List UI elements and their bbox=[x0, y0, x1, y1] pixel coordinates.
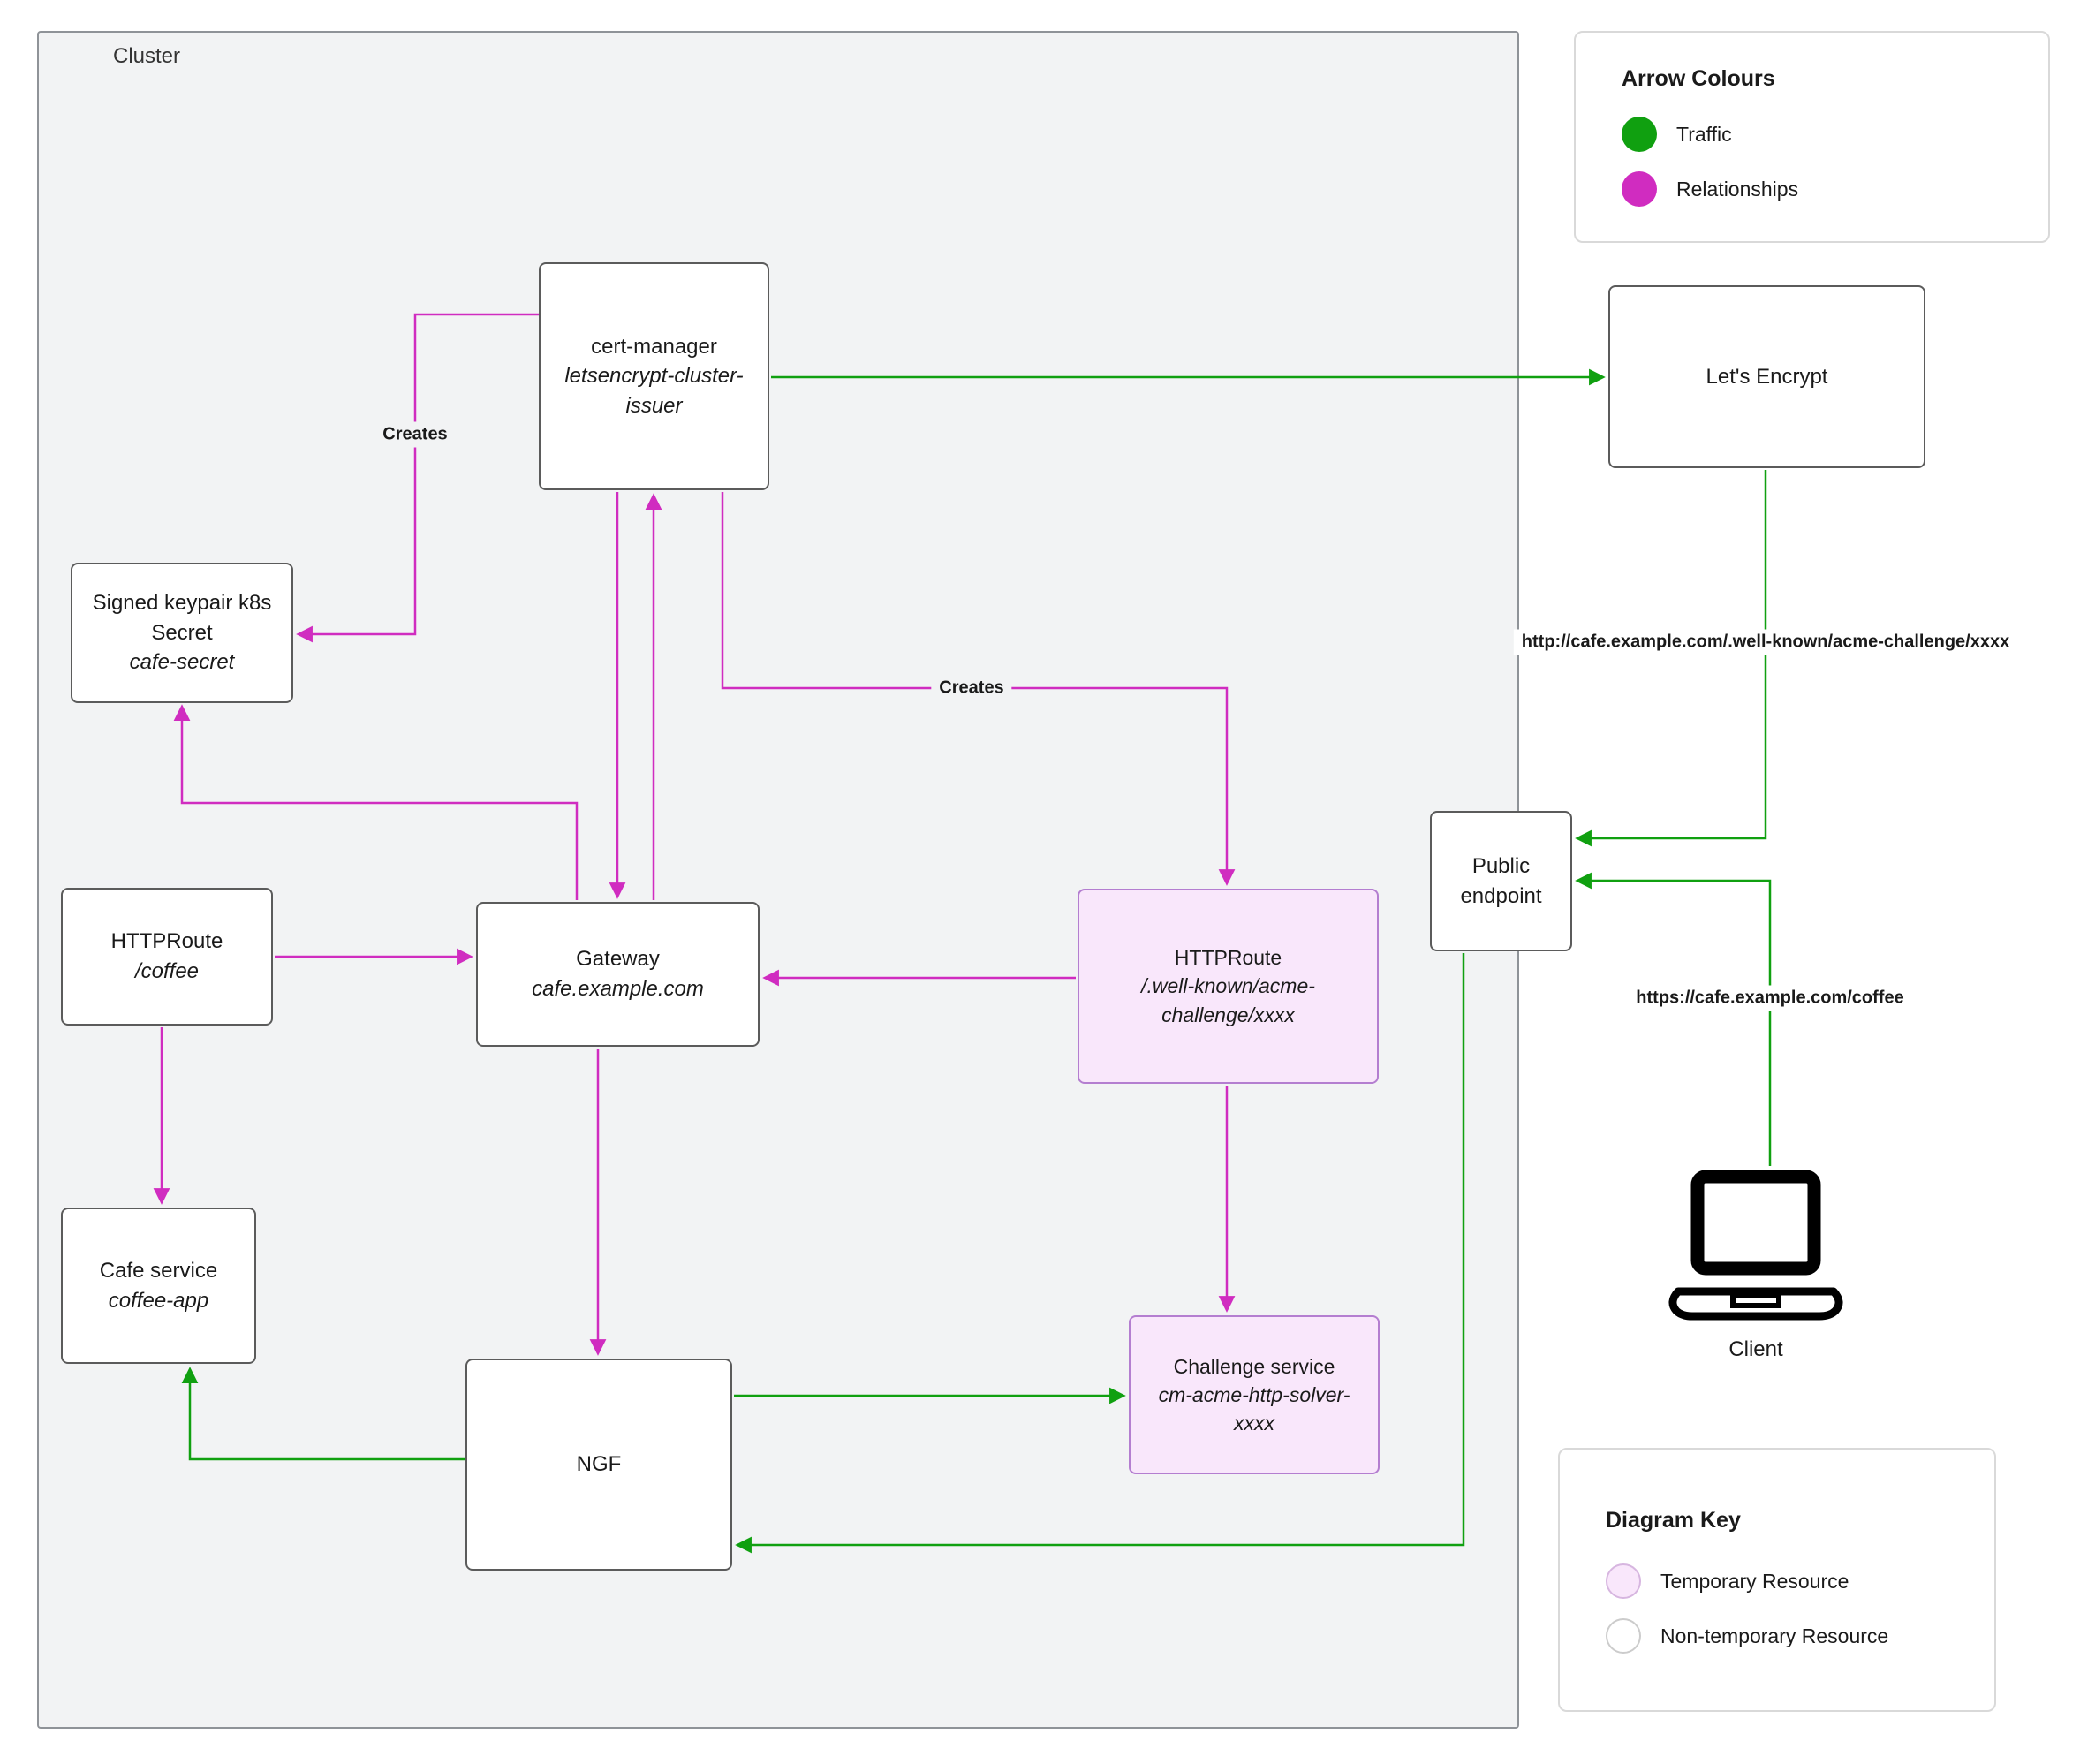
lets-encrypt-title: Let's Encrypt bbox=[1706, 364, 1828, 389]
httproute-acme-challenge-subtitle: /.well-known/acme-challenge/xxxx bbox=[1141, 974, 1315, 1026]
temporary-resource-swatch bbox=[1606, 1563, 1641, 1599]
legend-item-nontemporary: Non-temporary Resource bbox=[1606, 1618, 1948, 1654]
nontemporary-resource-swatch bbox=[1606, 1618, 1641, 1654]
cafe-service-title: Cafe service bbox=[99, 1258, 218, 1283]
lets-encrypt-node: Let's Encrypt bbox=[1608, 285, 1925, 468]
httproute-acme-challenge-title: HTTPRoute bbox=[1174, 946, 1282, 970]
edge-client-to-public-endpoint bbox=[1575, 872, 1772, 1166]
temporary-resource-label: Temporary Resource bbox=[1660, 1569, 1849, 1593]
diagram-key-legend: Diagram Key Temporary Resource Non-tempo… bbox=[1558, 1448, 1996, 1712]
legend-item-temporary: Temporary Resource bbox=[1606, 1563, 1948, 1599]
relationships-color-swatch bbox=[1622, 171, 1657, 207]
cert-manager-node: cert-manager letsencrypt-cluster-issuer bbox=[539, 262, 769, 490]
public-endpoint-node: Public endpoint bbox=[1430, 811, 1572, 951]
signed-keypair-secret-subtitle: cafe-secret bbox=[129, 650, 235, 675]
gateway-subtitle: cafe.example.com bbox=[532, 977, 704, 1001]
laptop-icon bbox=[1668, 1170, 1843, 1321]
edge-public-endpoint-to-ngf bbox=[735, 953, 1465, 1554]
cluster-label: Cluster bbox=[113, 44, 181, 68]
nontemporary-resource-label: Non-temporary Resource bbox=[1660, 1624, 1889, 1647]
httproute-coffee-node: HTTPRoute /coffee bbox=[61, 888, 273, 1026]
traffic-color-swatch bbox=[1622, 117, 1657, 152]
ngf-title: NGF bbox=[576, 1452, 622, 1477]
challenge-service-node: Challenge service cm-acme-http-solver-xx… bbox=[1129, 1315, 1380, 1474]
edge-certmanager-creates-secret bbox=[296, 313, 539, 643]
challenge-service-subtitle: cm-acme-http-solver-xxxx bbox=[1158, 1382, 1350, 1435]
relationships-label: Relationships bbox=[1676, 177, 1799, 201]
arrow-colours-legend: Arrow Colours Traffic Relationships bbox=[1574, 31, 2050, 243]
client-node: Client bbox=[1666, 1168, 1846, 1362]
signed-keypair-secret-node: Signed keypair k8s Secret cafe-secret bbox=[71, 563, 293, 703]
diagram-key-title: Diagram Key bbox=[1606, 1508, 1741, 1533]
cafe-service-subtitle: coffee-app bbox=[108, 1288, 209, 1313]
creates-secret-edge-label: Creates bbox=[374, 421, 456, 448]
gateway-title: Gateway bbox=[576, 947, 660, 972]
edge-ngf-to-cafe-service bbox=[181, 1367, 465, 1461]
edge-letsencrypt-to-public-endpoint bbox=[1575, 470, 1767, 847]
traffic-label: Traffic bbox=[1676, 122, 1732, 146]
legend-item-traffic: Traffic bbox=[1622, 117, 2002, 152]
cert-manager-subtitle: letsencrypt-cluster-issuer bbox=[564, 364, 744, 418]
arrow-colours-title: Arrow Colours bbox=[1622, 66, 1775, 91]
client-label: Client bbox=[1728, 1337, 1783, 1361]
httproute-coffee-title: HTTPRoute bbox=[110, 929, 223, 954]
httproute-acme-challenge-node: HTTPRoute /.well-known/acme-challenge/xx… bbox=[1078, 889, 1379, 1084]
cert-manager-title: cert-manager bbox=[591, 334, 717, 359]
cafe-service-node: Cafe service coffee-app bbox=[61, 1208, 256, 1364]
challenge-service-title: Challenge service bbox=[1173, 1354, 1335, 1378]
public-endpoint-title: Public endpoint bbox=[1460, 853, 1542, 908]
ngf-node: NGF bbox=[465, 1359, 732, 1571]
httproute-coffee-subtitle: /coffee bbox=[134, 959, 200, 983]
creates-httproute-edge-label: Creates bbox=[931, 675, 1012, 701]
gateway-node: Gateway cafe.example.com bbox=[476, 902, 760, 1047]
signed-keypair-secret-title: Signed keypair k8s Secret bbox=[92, 591, 272, 645]
coffee-url-label: https://cafe.example.com/coffee bbox=[1628, 985, 1912, 1011]
edge-gateway-to-secret bbox=[173, 704, 579, 900]
acme-challenge-url-label: http://cafe.example.com/.well-known/acme… bbox=[1513, 629, 2018, 655]
legend-item-relationships: Relationships bbox=[1622, 171, 2002, 207]
